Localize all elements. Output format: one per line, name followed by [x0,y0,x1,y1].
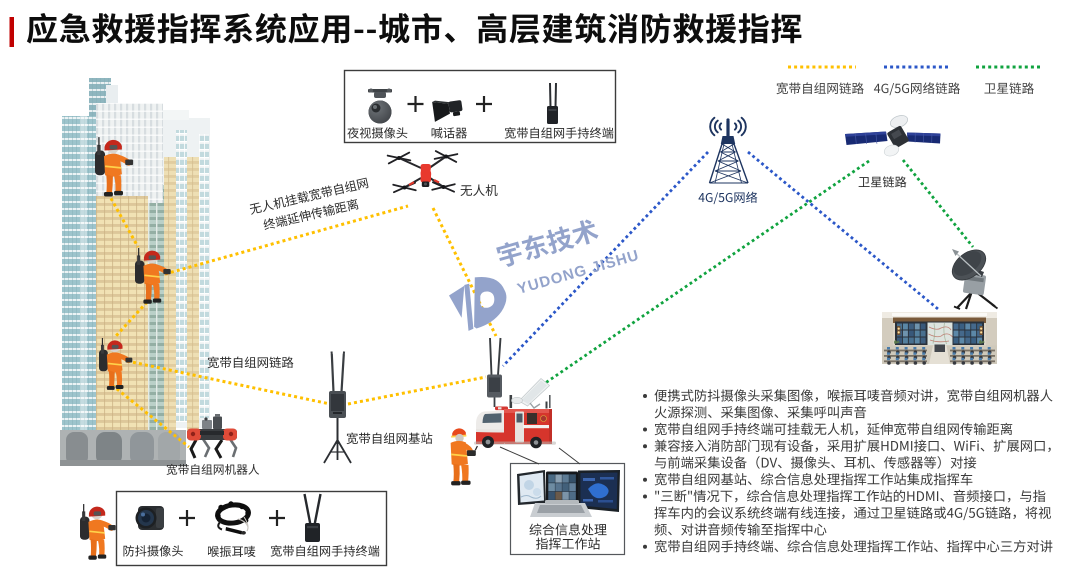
svg-text:YUDONG JISHU: YUDONG JISHU [515,247,641,298]
